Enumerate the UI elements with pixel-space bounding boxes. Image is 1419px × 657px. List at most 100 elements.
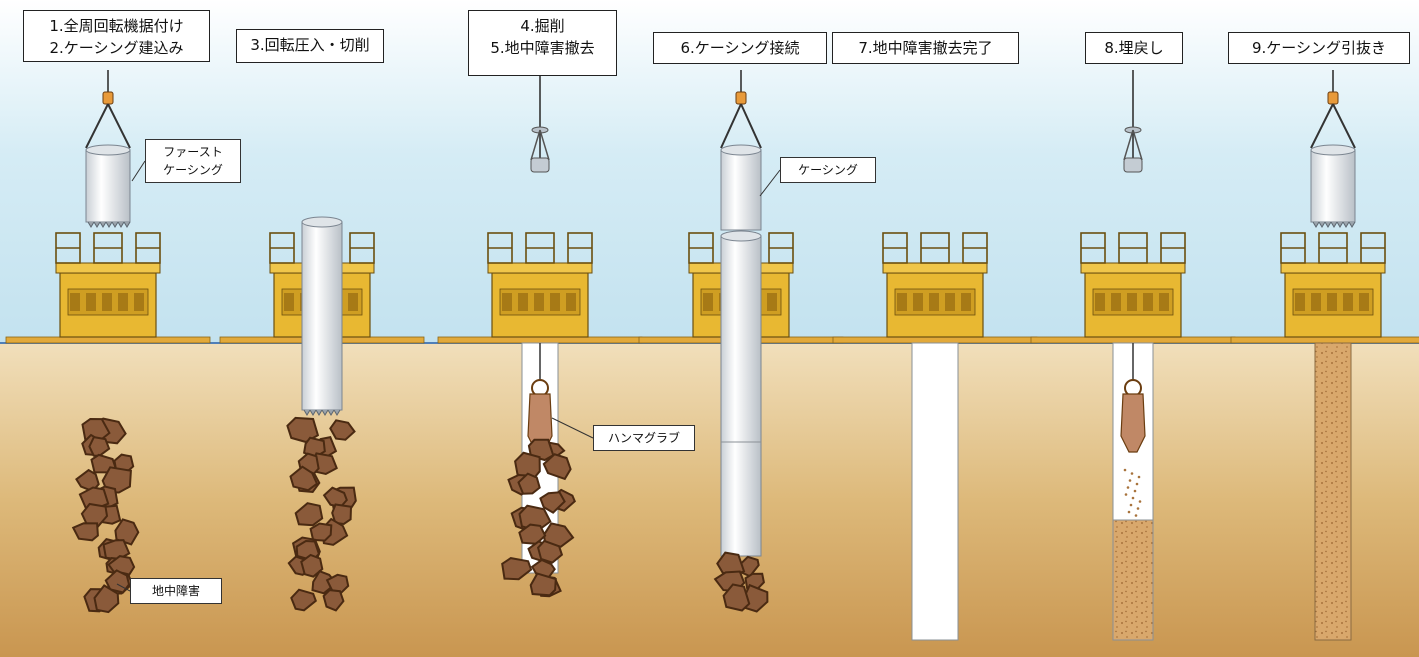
filled-column [1314,342,1352,641]
step-label-5: 7.地中障害撤去完了 [832,32,1019,64]
machine-detail [1295,293,1305,311]
machine-deck [1280,262,1386,274]
callout-text: ハンマグラブ [607,431,680,445]
step-label-line: 3.回転圧入・切削 [250,36,370,54]
step-unit-2 [219,216,425,612]
obstacle-rock [539,491,566,514]
obstacle-rock [290,588,317,612]
obstacle-rock [93,584,120,614]
step-label-2: 3.回転圧入・切削 [236,29,384,63]
step-label-line: 6.ケーシング接続 [680,39,800,57]
falling-sand [1137,475,1141,479]
obstacle-rock [289,465,319,492]
callout-leader [551,417,594,439]
obstacle-rock [114,518,140,546]
falling-sand [1126,486,1130,489]
machine-detail [102,293,112,311]
machine-railing [55,232,161,264]
callout-leader [131,160,146,182]
step-label-line: 9.ケーシング引抜き [1251,39,1386,57]
casing-top-rim [720,144,762,156]
obstacle-rock [331,503,353,526]
callout-first-casing: ファーストケーシング [145,139,241,183]
backfill-sand [1112,519,1154,641]
obstacle-rock [722,583,751,612]
step-label-7: 9.ケーシング引抜き [1228,32,1410,64]
falling-sand [1135,482,1139,486]
step-label-line: 8.埋戻し [1104,39,1164,57]
machine-base-plate [5,336,211,344]
machine-detail [86,293,96,311]
machine-base-plate [832,336,1038,344]
callout-text: ケーシング [163,163,223,177]
step-unit-4 [638,70,844,613]
pulley-frame [1123,129,1143,161]
machine-railing [882,232,988,264]
upper-casing [720,149,762,231]
obstacle-rocks [713,551,769,613]
step-label-4: 6.ケーシング接続 [653,32,827,64]
connected-casing [720,235,762,557]
machine-detail [534,293,544,311]
machine-detail [1343,293,1353,311]
sling-rope [1310,103,1356,149]
step-unit-6 [1030,70,1236,641]
machine-deck [55,262,161,274]
machine-detail [284,293,294,311]
rotary-machine [832,232,1038,344]
pulley-block [1123,157,1143,173]
casing-teeth [1312,221,1356,228]
falling-sand [1138,500,1142,503]
bucket-icon [1120,393,1146,453]
casing-top-rim [301,216,343,228]
obstacle-rocks [501,438,577,598]
falling-sand [1127,510,1131,514]
machine-detail [1311,293,1321,311]
extracted-casing [1310,149,1356,223]
falling-sand [1133,489,1137,493]
rotary-machine [437,232,643,344]
machine-detail [550,293,560,311]
step-label-line: 2.ケーシング建込み [49,39,184,57]
machine-detail [929,293,939,311]
machine-detail [134,293,144,311]
machine-railing [487,232,593,264]
machine-detail [566,293,576,311]
ground-soil [0,343,1419,657]
callout-obstacle: 地中障害 [130,578,222,604]
obstacle-rock [529,572,557,597]
machine-deck [1080,262,1186,274]
machine-detail [1143,293,1153,311]
machine-detail [118,293,128,311]
hook-icon [1327,91,1339,105]
machine-detail [1359,293,1369,311]
cleared-hole [911,342,959,641]
obstacle-rock [300,553,324,578]
hook-icon [735,91,747,105]
sling-rope [720,103,762,149]
machine-detail [897,293,907,311]
machine-detail [1111,293,1121,311]
obstacle-rock [517,472,541,495]
machine-deck [487,262,593,274]
machine-railing [1080,232,1186,264]
machine-detail [945,293,955,311]
obstacle-rock [329,419,356,441]
casing-top-rim [720,230,762,242]
obstacle-rock [542,453,572,481]
step-unit-3 [437,70,643,598]
obstacle-rock [501,557,533,581]
machine-detail [502,293,512,311]
casing-top-rim [85,144,131,156]
step-unit-1 [5,70,211,614]
obstacle-rock [71,522,99,542]
falling-sand [1128,479,1132,482]
callout-casing: ケーシング [780,157,876,183]
obstacle-rocks [286,416,357,612]
machine-base-plate [1230,336,1419,344]
step-label-line: 5.地中障害撤去 [490,39,595,57]
machine-base-plate [1030,336,1236,344]
